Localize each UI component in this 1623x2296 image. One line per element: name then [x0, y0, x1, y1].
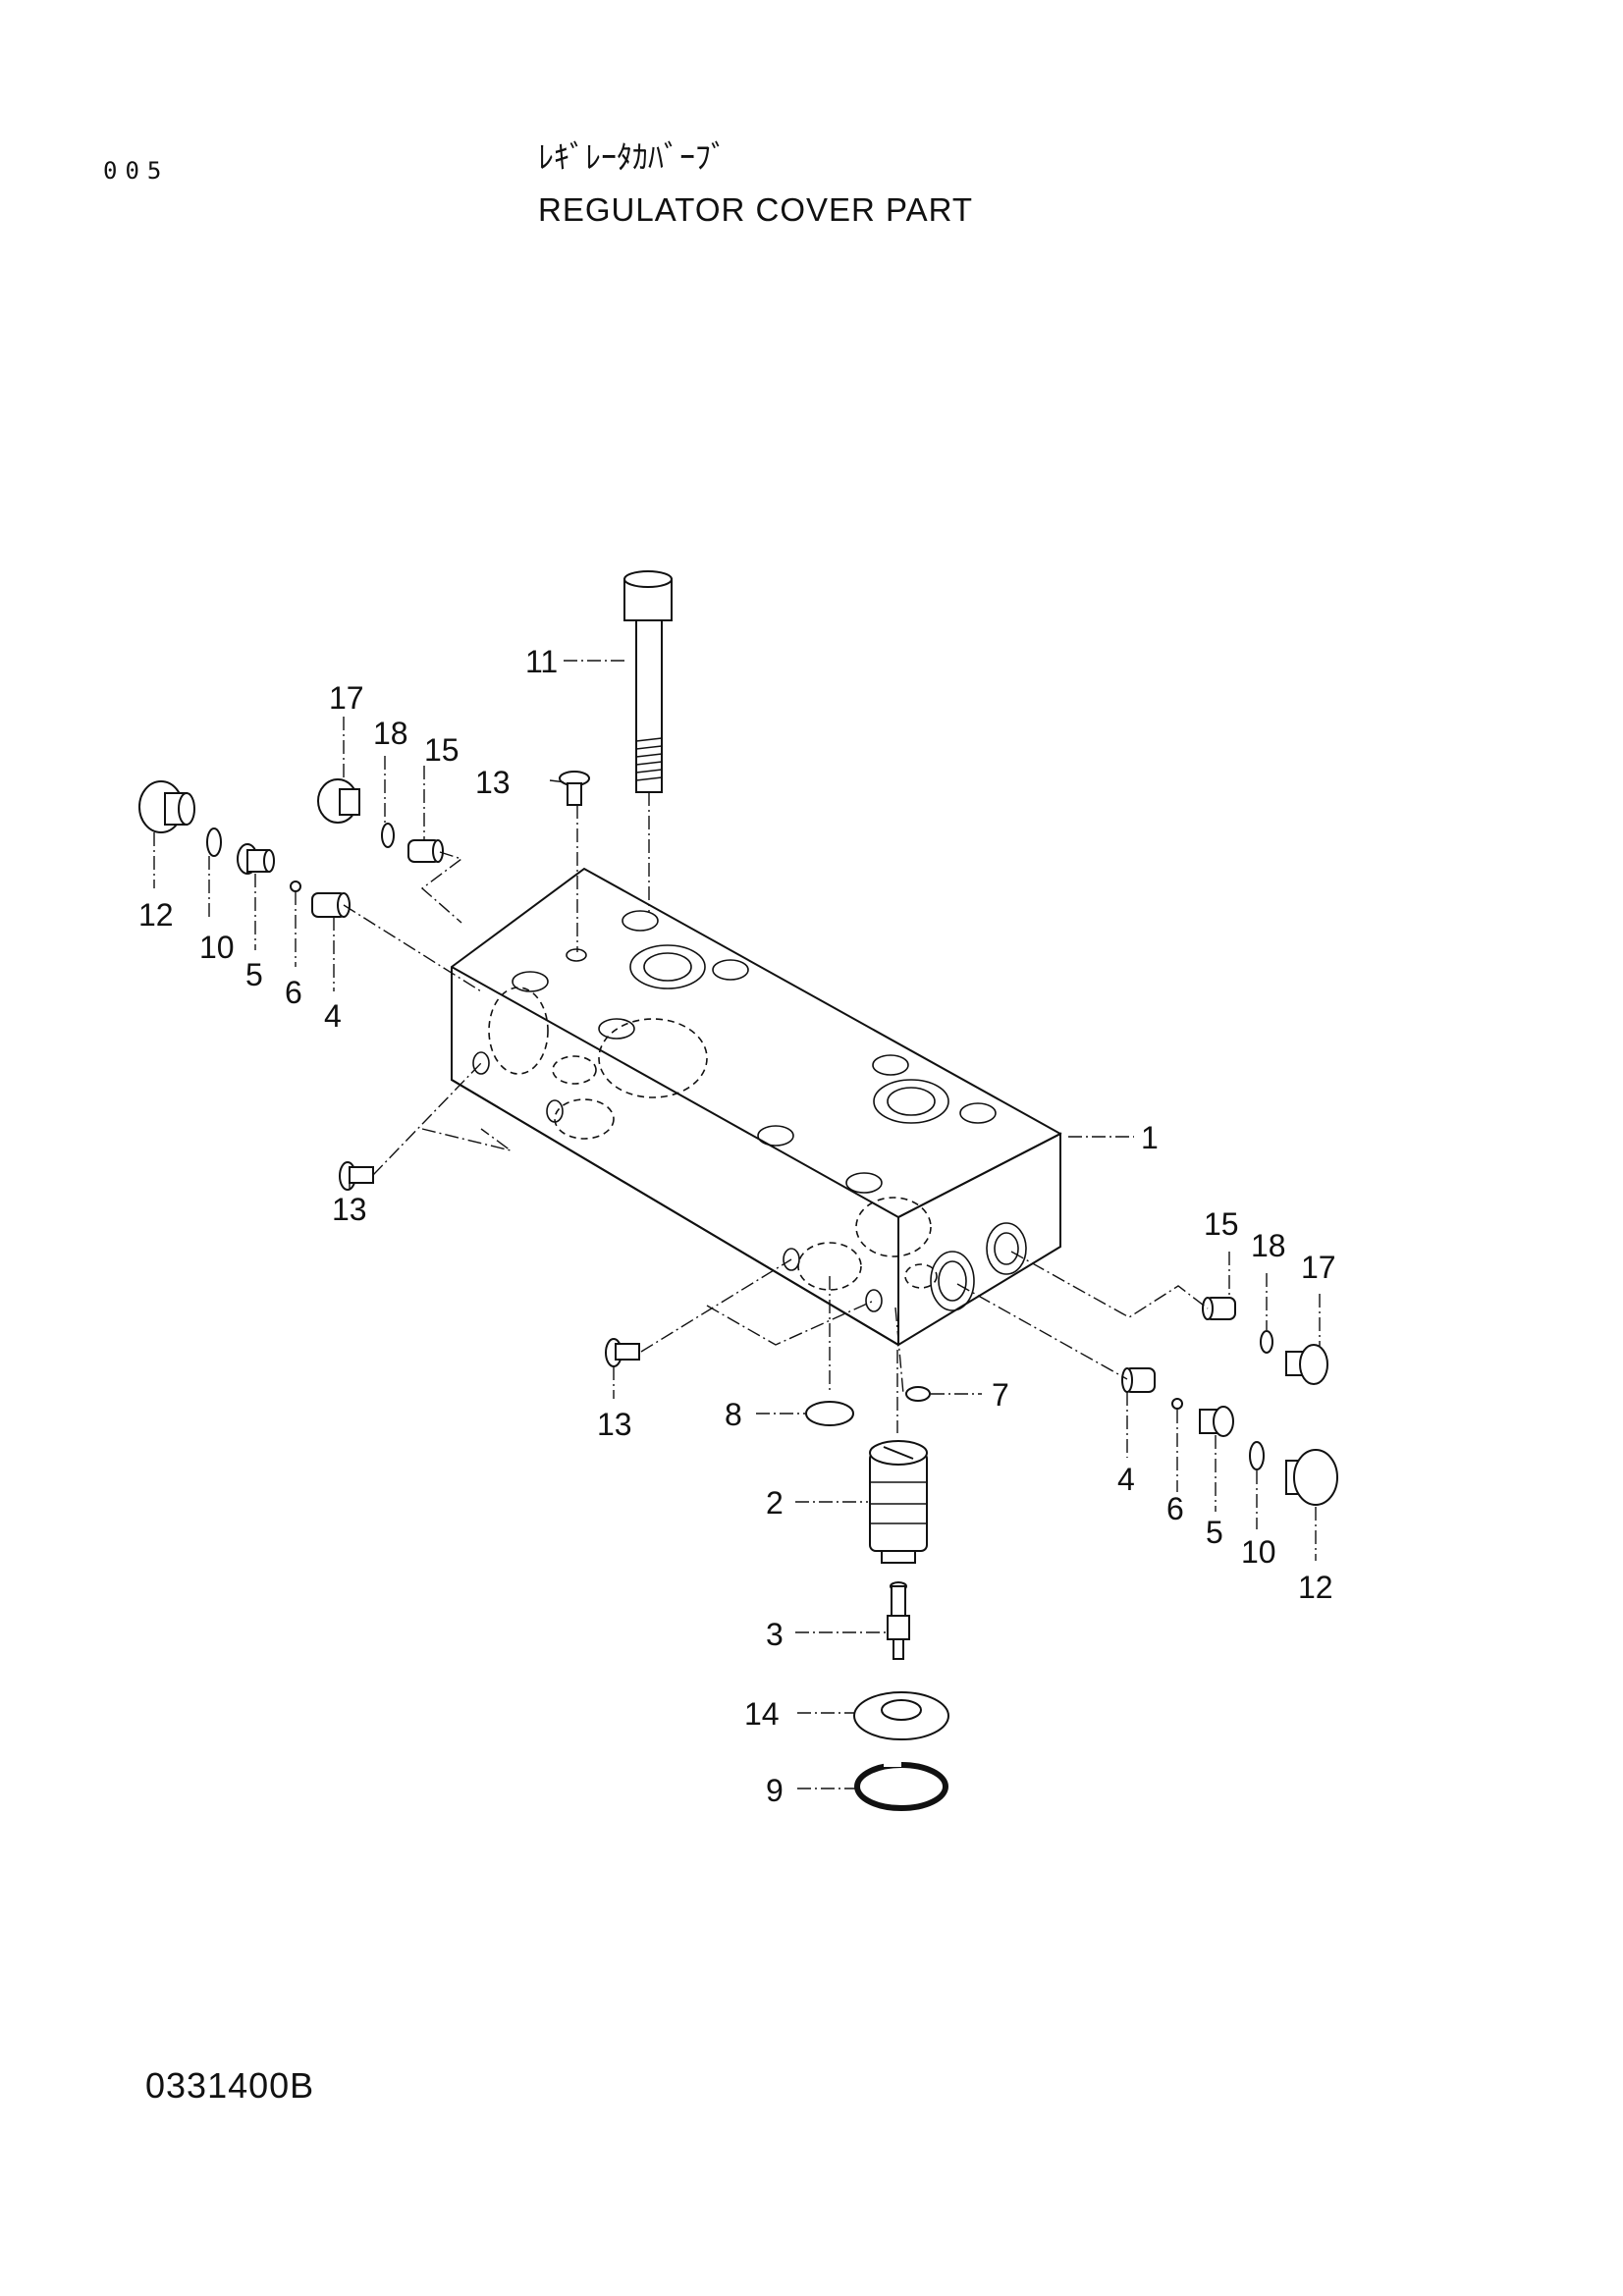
plug-small-right: [1199, 1406, 1234, 1437]
callout-6: 6: [285, 975, 302, 1010]
pin: [887, 1581, 910, 1660]
plug-right: [1285, 1449, 1338, 1506]
callout-numbers: 11 17 18 15 13 12 10 5 6 4 13 1 15 18 17…: [138, 644, 1336, 1808]
callout-5: 5: [245, 957, 263, 992]
callout-10: 10: [1241, 1534, 1276, 1570]
o-ring-right: [1249, 1441, 1265, 1470]
title-japanese: ﾚｷﾞﾚｰﾀｶﾊﾞｰﾌﾞ: [538, 138, 728, 176]
callout-17: 17: [329, 680, 364, 716]
plug-left: [138, 780, 195, 833]
callout-12: 12: [1298, 1570, 1333, 1605]
callout-1: 1: [1141, 1120, 1159, 1155]
callout-leaders: [153, 660, 1321, 1789]
cap-screw: [623, 570, 673, 913]
page-title: REGULATOR COVER PART: [538, 191, 973, 228]
callout-4: 4: [324, 998, 342, 1034]
callout-13: 13: [332, 1192, 367, 1227]
ball-right: [1171, 1398, 1183, 1410]
snap-ring: [854, 1757, 948, 1811]
o-ring-upper-right: [1260, 1330, 1273, 1354]
callout-4: 4: [1117, 1462, 1135, 1497]
washer: [853, 1691, 949, 1740]
ball-left: [290, 881, 301, 892]
callout-15: 15: [1204, 1206, 1239, 1242]
o-ring-8: [805, 1401, 854, 1426]
callout-5: 5: [1206, 1515, 1223, 1550]
screw-left-side: [339, 1161, 374, 1191]
o-ring-7: [905, 1386, 931, 1402]
sleeve-upper-left: [407, 839, 444, 863]
screw-lower-left: [605, 1338, 640, 1367]
spool: [869, 1440, 928, 1564]
drawing-code: 0331400B: [145, 2065, 315, 2106]
callout-12: 12: [138, 897, 174, 933]
o-ring-left: [206, 828, 222, 857]
callout-8: 8: [725, 1397, 742, 1432]
plug-small-left: [237, 843, 275, 875]
plug-upper-left: [317, 778, 360, 824]
callout-17: 17: [1301, 1250, 1336, 1285]
callout-2: 2: [766, 1485, 784, 1521]
callout-10: 10: [199, 930, 235, 965]
callout-18: 18: [1251, 1228, 1286, 1263]
o-ring-upper-left: [381, 823, 395, 848]
page-number: 005: [103, 157, 170, 185]
callout-11: 11: [525, 644, 558, 679]
callout-9: 9: [766, 1773, 784, 1808]
screw-top-left: [559, 771, 590, 806]
sleeve-right: [1121, 1367, 1156, 1393]
plug-upper-right: [1285, 1344, 1328, 1385]
sleeve-upper-right: [1202, 1297, 1236, 1320]
callout-13: 13: [475, 765, 511, 800]
callout-15: 15: [424, 732, 460, 768]
callout-14: 14: [744, 1696, 780, 1732]
callout-13: 13: [597, 1407, 632, 1442]
callout-6: 6: [1166, 1491, 1184, 1526]
regulator-cover-block: [451, 867, 1062, 1347]
callout-7: 7: [992, 1377, 1009, 1413]
callout-18: 18: [373, 716, 408, 751]
callout-3: 3: [766, 1617, 784, 1652]
